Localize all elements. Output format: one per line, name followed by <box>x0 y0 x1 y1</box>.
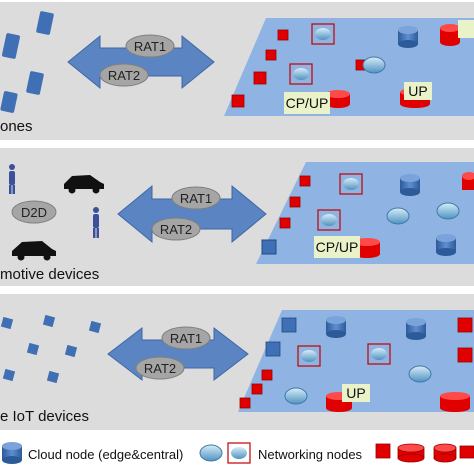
up-label: UP <box>346 385 365 401</box>
panel-label: e IoT devices <box>0 408 89 425</box>
cloud-node-legend-label: Cloud node (edge&central) <box>28 447 183 462</box>
cp-up-tag: CP/UP <box>314 236 360 258</box>
rat2-label: RAT2 <box>108 68 140 83</box>
panel-label: motive devices <box>0 266 99 283</box>
cp-up-label: CP/UP <box>286 95 329 111</box>
router-icon <box>317 173 460 231</box>
panel-label: ones <box>0 118 33 135</box>
router-legend-icon <box>199 442 251 464</box>
panel-automotive: D2D RAT1 RAT2 <box>0 148 474 286</box>
rat2-cloud-icon: RAT2 <box>99 63 149 87</box>
rat1-label: RAT1 <box>180 191 212 206</box>
up-tag: UP <box>404 82 432 100</box>
d2d-label: D2D <box>21 205 47 220</box>
person-icon <box>9 164 99 238</box>
tag-partial <box>458 20 474 38</box>
rat2-label: RAT2 <box>160 222 192 237</box>
red-cube-icon <box>231 29 367 108</box>
rat1-cloud-icon: RAT1 <box>171 186 221 210</box>
rat2-cloud-icon: RAT2 <box>151 217 201 241</box>
rat1-cloud-icon: RAT1 <box>125 34 175 58</box>
router-icon <box>289 23 386 85</box>
red-cube-icon <box>239 317 473 409</box>
panel-smartphones: RAT1 RAT2 <box>0 2 474 140</box>
smartphone-icon <box>0 11 54 113</box>
car-icon <box>12 175 104 261</box>
blue-cube-icon <box>261 239 277 255</box>
legend: Cloud node (edge&central) Networking nod… <box>2 442 474 464</box>
cp-up-tag: CP/UP <box>284 92 330 114</box>
rat2-cloud-icon: RAT2 <box>135 356 185 380</box>
cp-up-label: CP/UP <box>316 239 359 255</box>
networking-nodes-legend-label: Networking nodes <box>258 447 363 462</box>
cloud-node-legend-icon <box>2 442 22 464</box>
blue-cube-icon <box>265 317 297 357</box>
database-cylinder-icon <box>398 26 418 48</box>
d2d-cloud-icon: D2D <box>11 200 57 224</box>
panel-iot: RAT1 RAT2 <box>0 294 474 430</box>
rat1-cloud-icon: RAT1 <box>161 326 211 350</box>
database-cylinder-icon <box>400 174 456 256</box>
red-cube-icon <box>279 175 311 229</box>
up-label: UP <box>408 83 427 99</box>
up-tag: UP <box>342 384 370 402</box>
iot-device-icon <box>0 314 102 384</box>
router-icon <box>284 343 432 405</box>
red-cylinder-icon <box>354 172 474 258</box>
database-cylinder-icon <box>326 316 426 340</box>
networking-node-legend-icons <box>375 443 474 463</box>
rat1-label: RAT1 <box>134 39 166 54</box>
rat1-label: RAT1 <box>170 331 202 346</box>
rat2-label: RAT2 <box>144 361 176 376</box>
